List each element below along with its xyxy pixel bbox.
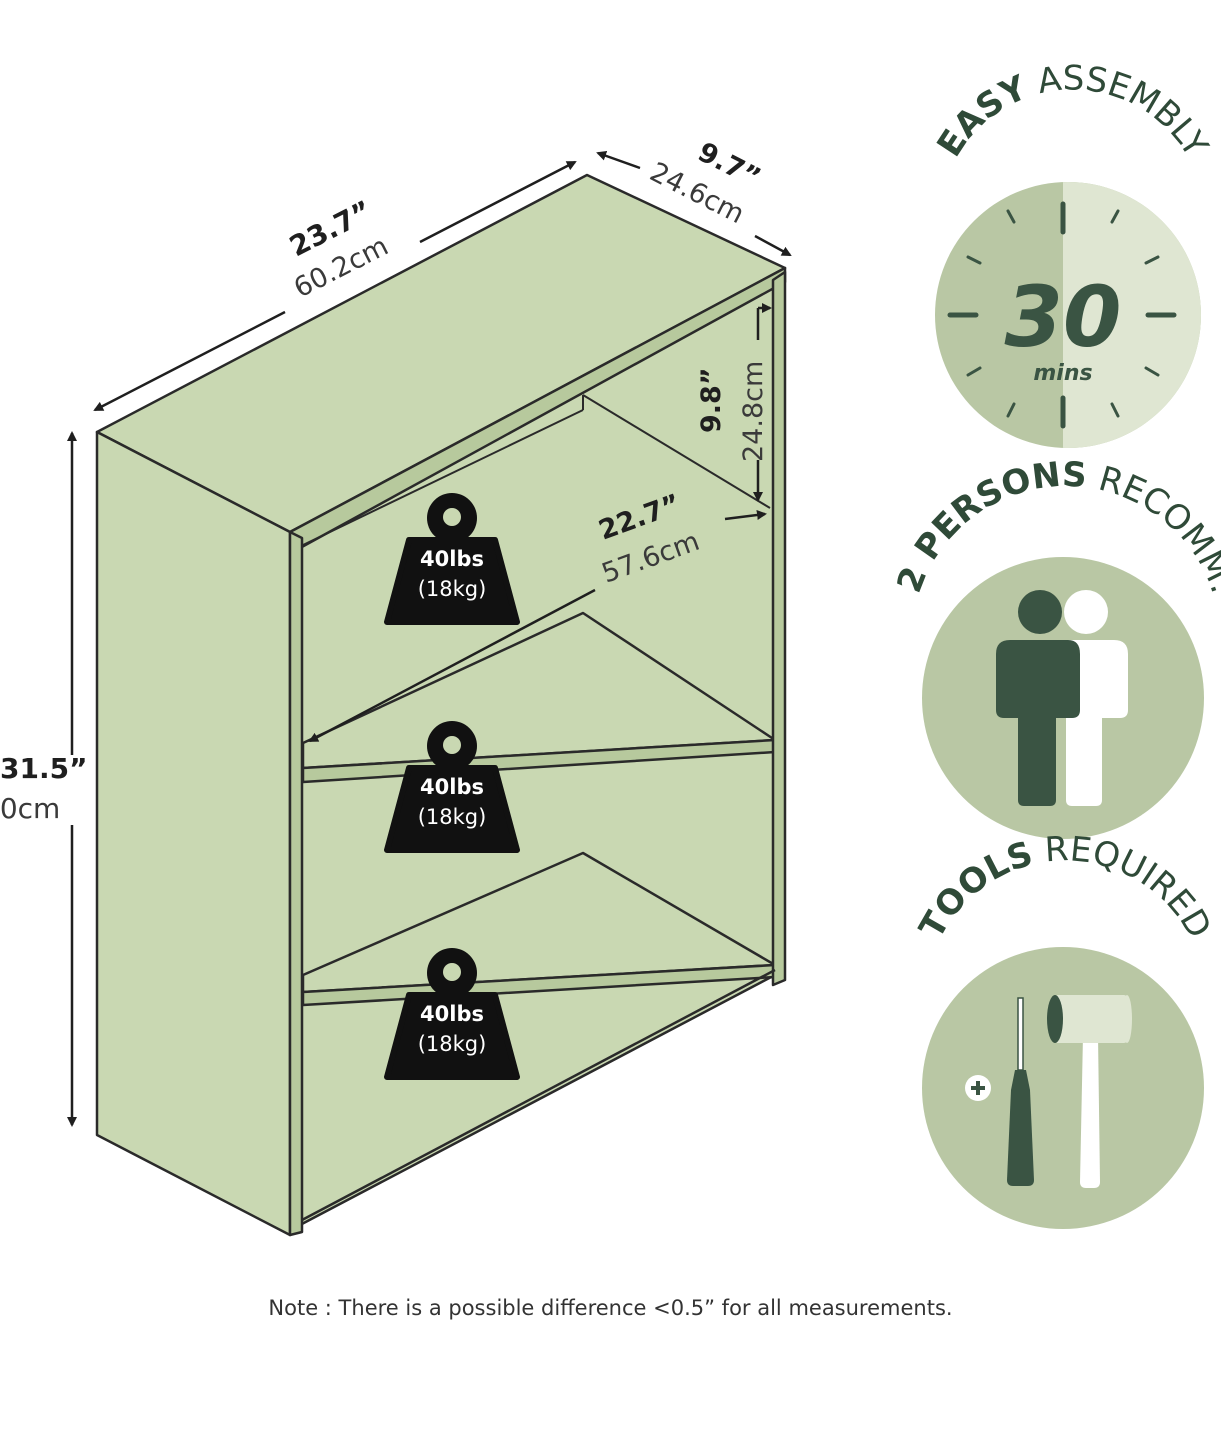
weight-icon: 40lbs (18kg) <box>384 948 520 1080</box>
height-cm-label: 80cm <box>0 792 60 825</box>
weight-icon: 40lbs (18kg) <box>384 493 520 625</box>
height-inches-label: 31.5” <box>0 752 88 785</box>
clock-icon: 30 mins <box>935 182 1201 448</box>
two-persons-icon <box>996 590 1128 806</box>
weight-lbs-label: 40lbs <box>420 775 484 799</box>
weight-lbs-label: 40lbs <box>420 547 484 571</box>
assembly-time-number: 30 <box>1005 268 1122 366</box>
tools-badge: TOOLS REQUIRED <box>912 829 1219 1229</box>
weight-kg-label: (18kg) <box>418 577 487 601</box>
weight-icon: 40lbs (18kg) <box>384 721 520 853</box>
persons-badge: 2 PERSONS RECOMM. <box>889 455 1221 839</box>
phillips-plus-icon <box>965 1075 991 1101</box>
bookcase-right-edge <box>771 270 787 987</box>
weight-lbs-label: 40lbs <box>420 1002 484 1026</box>
screwdriver-icon <box>1007 997 1034 1186</box>
assembly-time-unit: mins <box>1033 361 1092 386</box>
bookcase-drawing <box>95 173 787 1237</box>
dimension-arrows <box>67 150 792 1127</box>
weight-kg-label: (18kg) <box>418 1032 487 1056</box>
screwdriver-hammer-icon <box>965 995 1132 1188</box>
bookcase-side-panel <box>95 430 292 1237</box>
tools-arc-title: TOOLS REQUIRED <box>912 829 1219 945</box>
shelf-gap-inches-label: 9.8” <box>696 367 727 433</box>
assembly-arc-title: EASY ASSEMBLY <box>929 59 1215 165</box>
bookcase-side-edge <box>288 530 304 1237</box>
hammer-icon <box>1047 995 1132 1188</box>
assembly-badge: EASY ASSEMBLY 30 mins <box>929 59 1216 448</box>
measurement-note: Note : There is a possible difference <0… <box>268 1296 953 1320</box>
weight-kg-label: (18kg) <box>418 805 487 829</box>
shelf-gap-cm-label: 24.8cm <box>738 361 769 462</box>
